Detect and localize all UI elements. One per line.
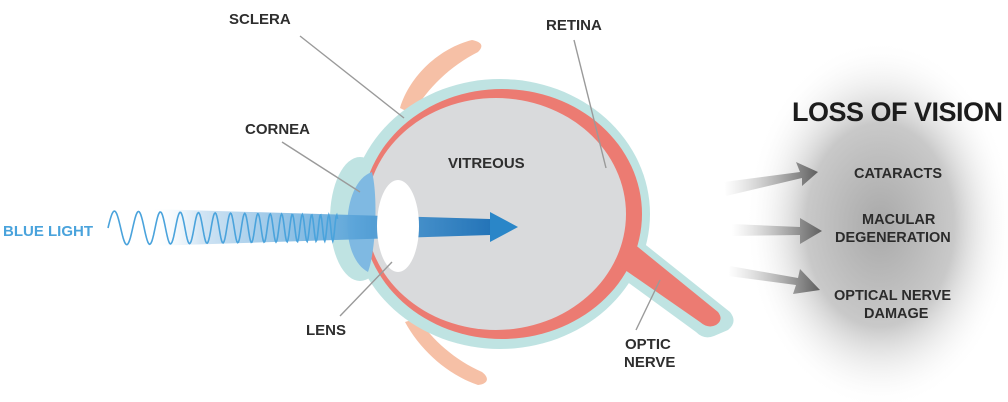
macular-label-line2: DEGENERATION [835,230,951,246]
cornea-label: CORNEA [245,121,310,138]
optic-nerve-label-line2: NERVE [624,354,675,371]
loss-of-vision-title: LOSS OF VISION [792,97,1003,127]
retina-label: RETINA [546,17,602,34]
lens [377,180,419,272]
optic-nerve-label-line1: OPTIC [625,336,671,353]
sclera-label: SCLERA [229,11,291,28]
optical-nerve-label-line1: OPTICAL NERVE [834,288,951,304]
blue-light-label: BLUE LIGHT [3,223,93,240]
sclera-leader [300,36,404,118]
vitreous-label: VITREOUS [448,155,525,172]
optical-nerve-label-line2: DAMAGE [864,306,929,322]
lens-label: LENS [306,322,346,339]
cataracts-label: CATARACTS [854,166,942,182]
macular-label-line1: MACULAR [862,212,936,228]
